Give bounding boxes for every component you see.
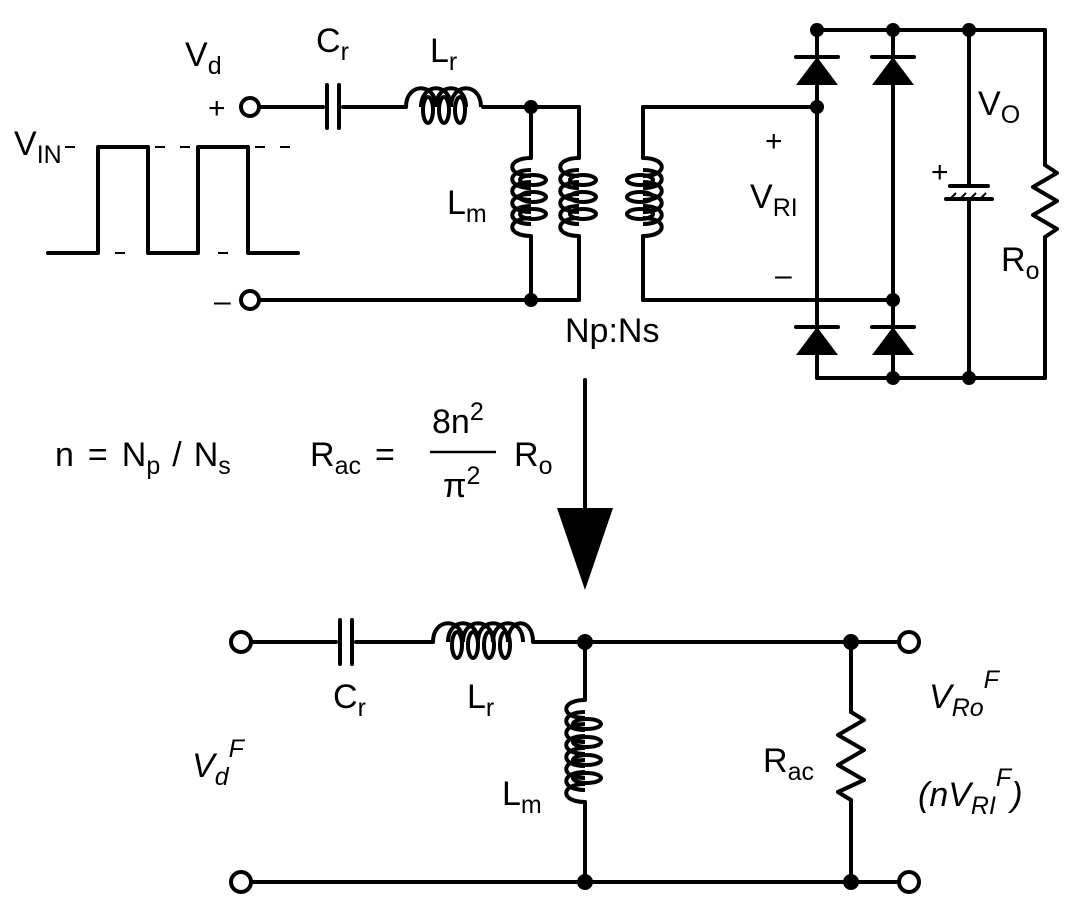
rectifier-diode-2 — [870, 55, 916, 85]
eq-output-terminal-bottom — [897, 870, 921, 894]
turns-ratio-label: Np:Ns — [565, 312, 659, 350]
vdf-label: VdF — [192, 735, 246, 791]
equation-ro: Ro — [514, 436, 552, 480]
vd-label: Vd — [185, 36, 222, 80]
eq-rac-label: Rac — [763, 742, 814, 786]
eq-resonant-inductor — [431, 621, 535, 660]
rectifier-diode-4 — [870, 325, 916, 355]
eq-ac-resistor — [836, 640, 866, 884]
eq-input-terminal-bottom — [229, 870, 253, 894]
transformation-arrow — [557, 378, 613, 590]
vri-label: VRI — [750, 178, 798, 222]
square-wave-dashes — [65, 146, 290, 254]
vri-plus-sign: + — [765, 125, 783, 158]
transformer-secondary-winding — [625, 156, 664, 238]
cr-label: Cr — [316, 22, 349, 66]
resonant-capacitor — [325, 83, 341, 130]
equivalent-circuit — [229, 618, 921, 894]
nvrif-label: (nVRIF) — [918, 764, 1023, 820]
transformer-primary-winding — [558, 156, 598, 238]
rectifier-diode-3 — [794, 325, 840, 355]
vin-label: VIN — [14, 125, 62, 169]
rectifier-diode-1 — [794, 55, 840, 85]
magnetizing-inductor — [510, 156, 548, 238]
eq-output-terminal-top — [897, 630, 921, 654]
eq-resonant-capacitor — [338, 618, 354, 666]
vrof-label: VRoF — [929, 666, 1001, 722]
lr-label: Lr — [430, 32, 457, 76]
equation-rac: Rac= — [310, 436, 395, 480]
cap-plus-sign: + — [931, 156, 949, 189]
square-wave — [46, 145, 300, 255]
equation: n=Np/Ns Rac= 8n2 π2 Ro — [55, 398, 552, 505]
eq-lr-label: Lr — [467, 678, 494, 722]
eq-magnetizing-inductor — [564, 698, 603, 804]
ro-label: Ro — [1001, 241, 1039, 285]
input-terminal-plus — [239, 96, 261, 118]
equation-turns-ratio: n=Np/Ns — [55, 436, 231, 480]
vri-minus-sign: – — [775, 259, 792, 292]
eq-lm-label: Lm — [502, 775, 542, 819]
equation-numerator: 8n2 — [432, 398, 484, 441]
vo-label: VO — [978, 85, 1020, 129]
input-terminal-minus — [239, 289, 261, 311]
input-minus-sign: – — [214, 285, 231, 318]
node-primary-bottom — [524, 293, 538, 307]
equation-denominator: π2 — [443, 462, 480, 505]
output-capacitor — [944, 28, 994, 380]
eq-cr-label: Cr — [333, 678, 366, 722]
lm-label: Lm — [447, 184, 487, 228]
resonant-inductor — [404, 86, 483, 125]
input-plus-sign: + — [208, 92, 226, 125]
load-resistor — [1031, 28, 1059, 380]
bridge-rectifier — [794, 23, 1047, 385]
eq-input-terminal-top — [229, 630, 253, 654]
top-circuit — [46, 23, 1059, 385]
